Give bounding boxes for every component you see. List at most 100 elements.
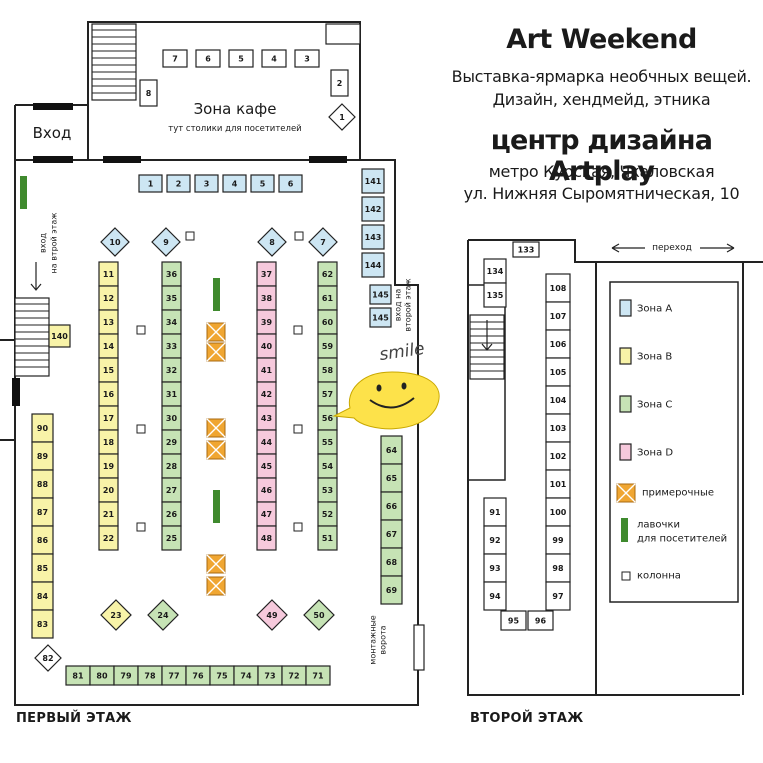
booth-number: 98 xyxy=(552,564,564,573)
booth-number: 79 xyxy=(120,672,132,681)
gate-label-1: монтажные xyxy=(369,615,378,664)
booth-box xyxy=(194,174,219,193)
booth-number: 48 xyxy=(261,534,273,543)
booth-number: 102 xyxy=(550,452,567,461)
booth-box xyxy=(98,525,119,551)
booth- xyxy=(619,347,632,365)
booth-76: 76 xyxy=(185,665,211,686)
legend-zone-c: Зона С xyxy=(637,400,672,411)
booth-17: 17 xyxy=(98,405,119,431)
outer-wall xyxy=(14,160,419,706)
cafe-note: тут столики для посетителей xyxy=(168,124,301,134)
gate-label-2: ворота xyxy=(379,625,388,654)
booth-box xyxy=(139,79,158,107)
booth-number: 84 xyxy=(37,592,49,601)
booth-32: 32 xyxy=(161,357,182,383)
booth-5: 5 xyxy=(250,174,275,193)
booth-number: 85 xyxy=(37,564,49,573)
arrow-down-icon xyxy=(481,320,493,351)
booth-86: 86 xyxy=(31,525,54,555)
booth-number: 17 xyxy=(103,414,114,423)
booth-96: 96 xyxy=(527,610,554,631)
booth-50: 50 xyxy=(303,599,335,631)
cafe-wall xyxy=(87,21,361,160)
booth-box xyxy=(619,395,632,413)
booth-95: 95 xyxy=(500,610,527,631)
entrance-side-label-2: на втрой этаж xyxy=(50,213,59,274)
side-door xyxy=(12,378,20,406)
booth-box xyxy=(330,69,349,97)
booth-number: 55 xyxy=(322,438,334,447)
booth-87: 87 xyxy=(31,497,54,527)
cafe-corner-box xyxy=(325,23,361,45)
booth-number: 60 xyxy=(322,318,334,327)
arrow-down-icon xyxy=(30,262,42,291)
booth-number: 16 xyxy=(103,390,115,399)
fitting-cross xyxy=(206,576,226,596)
booth-number: 141 xyxy=(365,177,382,186)
smile-mouth xyxy=(369,397,415,409)
column-marker xyxy=(293,325,303,335)
booth-5: 5 xyxy=(228,49,254,68)
booth-145: 145 xyxy=(369,284,392,305)
booth-36: 36 xyxy=(161,261,182,287)
booth-number: 33 xyxy=(166,342,177,351)
booth-box xyxy=(380,575,403,605)
column-marker xyxy=(294,231,304,241)
booth-number: 50 xyxy=(313,611,325,620)
booth-12: 12 xyxy=(98,285,119,311)
booth-number: 145 xyxy=(372,291,389,300)
booth-number: 80 xyxy=(96,672,108,681)
booth-number: 90 xyxy=(37,424,49,433)
booth-number: 42 xyxy=(261,390,272,399)
booth-19: 19 xyxy=(98,453,119,479)
booth-58: 58 xyxy=(317,357,338,383)
booth-number: 66 xyxy=(386,502,398,511)
booth-3: 3 xyxy=(194,174,219,193)
booth-103: 103 xyxy=(545,413,571,443)
column-marker xyxy=(185,231,195,241)
booth-55: 55 xyxy=(317,429,338,455)
booth-diamond xyxy=(303,599,335,631)
fitting-cross xyxy=(616,483,636,503)
booth-number: 7 xyxy=(172,55,178,64)
booth-number: 39 xyxy=(261,318,273,327)
booth-20: 20 xyxy=(98,477,119,503)
booth-box xyxy=(545,581,571,611)
booth-number: 143 xyxy=(365,233,382,242)
booth-number: 103 xyxy=(550,424,567,433)
booth-number: 58 xyxy=(322,366,334,375)
booth-number: 100 xyxy=(550,508,567,517)
floor1-walls xyxy=(0,21,425,706)
booth-number: 38 xyxy=(261,294,273,303)
legend-zone-b: Зона В xyxy=(637,352,672,363)
booth-77: 77 xyxy=(161,665,187,686)
booth-number: 6 xyxy=(288,180,294,189)
booth-number: 20 xyxy=(103,486,115,495)
booth-box xyxy=(250,174,275,193)
booth-number: 34 xyxy=(166,318,178,327)
booth-number: 87 xyxy=(37,508,48,517)
booth-23: 23 xyxy=(100,599,132,631)
venue-name: центр дизайна Artplay xyxy=(490,125,713,187)
booth-7: 7 xyxy=(308,227,338,257)
column-marker xyxy=(621,571,631,581)
booth-number: 1 xyxy=(148,180,154,189)
bench xyxy=(213,278,220,311)
column-marker xyxy=(136,424,146,434)
legend-benches-1: лавочки xyxy=(637,520,680,531)
smile-eye xyxy=(401,382,407,390)
booth-number: 37 xyxy=(261,270,272,279)
booth-92: 92 xyxy=(483,525,507,555)
booth-22: 22 xyxy=(98,525,119,551)
booth-box xyxy=(369,307,392,328)
booth-number: 15 xyxy=(103,366,115,375)
booth-43: 43 xyxy=(256,405,277,431)
bench xyxy=(621,518,628,542)
booth-100: 100 xyxy=(545,497,571,527)
booth-24: 24 xyxy=(147,599,179,631)
booth-number: 101 xyxy=(550,480,567,489)
booth-number: 40 xyxy=(261,342,273,351)
booth-number: 142 xyxy=(365,205,382,214)
booth-number: 88 xyxy=(37,480,49,489)
